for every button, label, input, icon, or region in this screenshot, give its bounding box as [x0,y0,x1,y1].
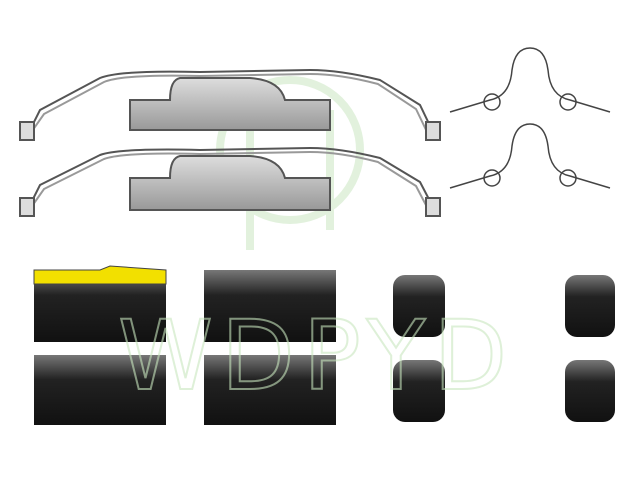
guide-sleeve-yellow [33,265,167,342]
retaining-spring-top [19,68,441,141]
retaining-spring-bottom [19,146,441,217]
dust-boots [393,275,615,422]
guide-sleeve [34,270,336,425]
wire-spring-bottom [449,123,611,189]
wire-spring-top [449,47,611,113]
